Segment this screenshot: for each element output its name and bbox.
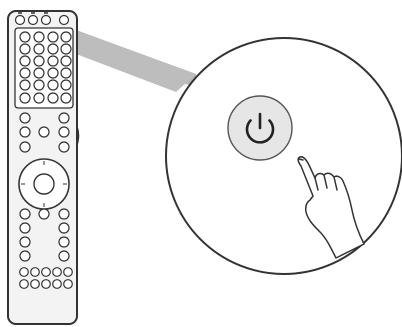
remote-button (47, 55, 59, 67)
top-button (40, 14, 52, 26)
magnified-view (165, 37, 402, 275)
nav-ok-button (33, 173, 55, 195)
remote-button (33, 79, 45, 91)
remote-button (19, 112, 31, 124)
remote-button (47, 67, 59, 79)
remote-button (60, 79, 72, 91)
pointing-hand-icon (297, 156, 365, 259)
magnifier-circle (165, 37, 402, 275)
remote-button (19, 267, 29, 277)
remote-button (30, 267, 40, 277)
remote-button (38, 208, 50, 220)
upper-button-grid (19, 31, 72, 104)
remote-button (63, 279, 73, 289)
remote-button (41, 267, 51, 277)
remote-button (19, 141, 31, 153)
top-button (14, 14, 26, 26)
remote-button (19, 67, 31, 79)
remote-button (33, 43, 45, 55)
remote-button (19, 126, 31, 138)
top-button-row (14, 14, 70, 26)
remote-button (19, 208, 31, 220)
remote-button (33, 55, 45, 67)
remote-button (19, 279, 29, 289)
remote-button (63, 267, 73, 277)
remote-button (19, 250, 31, 262)
remote-button (60, 67, 72, 79)
remote-button (41, 279, 51, 289)
remote-button (58, 208, 70, 220)
remote-button (19, 222, 31, 234)
remote-button (19, 43, 31, 55)
remote-button (60, 43, 72, 55)
remote-button (19, 79, 31, 91)
top-button (58, 14, 70, 26)
remote-button (58, 236, 70, 248)
remote-button (60, 55, 72, 67)
remote-button (33, 67, 45, 79)
remote-button (58, 250, 70, 262)
remote-button (60, 31, 72, 43)
lower-buttons (19, 208, 73, 289)
remote-button (58, 222, 70, 234)
remote-button (47, 92, 59, 104)
remote-button (47, 31, 59, 43)
remote-control (7, 10, 80, 325)
remote-button (19, 55, 31, 67)
remote-button (30, 279, 40, 289)
remote-button (52, 279, 62, 289)
remote-button (33, 92, 45, 104)
remote-button (19, 92, 31, 104)
remote-button (38, 126, 50, 138)
callout-wedge-upper (76, 30, 196, 92)
power-icon (245, 112, 275, 144)
remote-button (33, 31, 45, 43)
remote-button (58, 112, 70, 124)
middle-buttons (19, 112, 70, 153)
remote-button (58, 126, 70, 138)
remote-button (19, 31, 31, 43)
remote-button (19, 236, 31, 248)
remote-button (58, 141, 70, 153)
remote-button (47, 79, 59, 91)
directional-pad-icon (18, 158, 70, 210)
remote-button (52, 267, 62, 277)
top-button (27, 14, 39, 26)
remote-button (60, 92, 72, 104)
remote-button (47, 43, 59, 55)
